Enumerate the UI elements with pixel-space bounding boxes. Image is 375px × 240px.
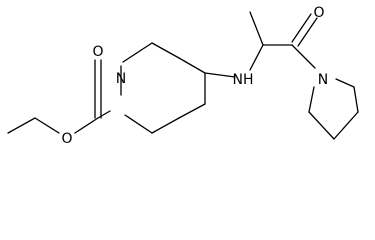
bond-pyrrolidine-c3-c4	[353, 86, 359, 113]
bond-amide-c-o-double-1	[291, 13, 312, 43]
atom-ester-ether-oxygen: O	[61, 131, 72, 147]
bond-pyrrolidine-n-c1	[308, 86, 315, 113]
bond-o-carbonyl-c	[74, 117, 99, 134]
atom-amine-nh: NH	[233, 72, 254, 88]
bond-ethyl-ch2-o	[34, 117, 60, 134]
bond-ch-methyl	[249, 11, 264, 46]
atom-piperidine-nitrogen: N	[116, 71, 126, 87]
bond-pyrrolidine-c4-n	[335, 78, 355, 88]
bond-amide-c-n	[291, 44, 316, 69]
bond-ring-c2-c3	[151, 42, 180, 59]
bond-pyrrolidine-c1-c2	[308, 111, 335, 140]
bond-ring-c6-c7	[151, 117, 180, 134]
bond-ring-c5-c6	[178, 103, 206, 119]
bond-ethyl-ch3	[7, 117, 36, 134]
bond-ring-n-c2	[122, 42, 153, 63]
atom-pyrrolidine-nitrogen: N	[318, 72, 328, 88]
atom-ester-carbonyl-oxygen: O	[92, 44, 103, 60]
atom-amide-carbonyl-oxygen: O	[313, 5, 324, 21]
bond-carbonyl-c-n	[97, 110, 111, 119]
bond-ring-c7-n	[124, 114, 153, 134]
bond-ring-c3-c4	[178, 57, 206, 74]
bond-amide-c-o-double-2	[297, 17, 318, 47]
chemical-structure: O O N NH O N	[7, 5, 359, 147]
bond-nh-ch	[249, 44, 264, 71]
bond-pyrrolidine-c2-c3	[333, 111, 359, 140]
bond-ring-c-nh	[204, 72, 236, 78]
